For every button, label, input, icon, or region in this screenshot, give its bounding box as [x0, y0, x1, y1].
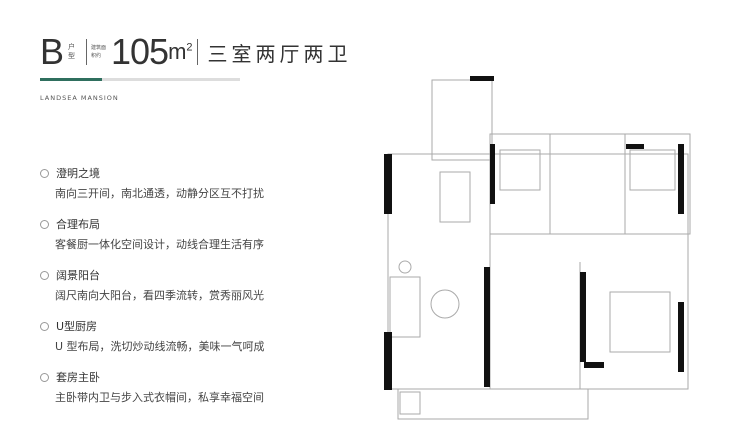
unit-sup: 2: [186, 41, 193, 54]
feature-title: U型厨房: [56, 320, 98, 333]
feature-desc: 客餐厨一体化空间设计，动线合理生活有序: [55, 238, 264, 251]
unit-header: B 户型 建筑面积约 105 m2 三室两厅两卫: [40, 34, 352, 70]
area-unit: m2: [168, 39, 192, 65]
feature-title: 阔景阳台: [56, 269, 100, 282]
feature-item: 阔景阳台阔尺南向大阳台，看四季流转，赏秀丽风光: [40, 267, 340, 303]
unit-m: m: [168, 39, 187, 64]
feature-item: U型厨房 U 型布局，洗切炒动线流畅，美味一气呵成: [40, 318, 340, 354]
floor-plan: [384, 76, 691, 420]
feature-title: 合理布局: [56, 218, 100, 231]
divider: [86, 39, 88, 65]
feature-desc: U 型布局，洗切炒动线流畅，美味一气呵成: [55, 340, 265, 353]
feature-desc: 主卧带内卫与步入式衣帽间，私享幸福空间: [55, 391, 264, 404]
area-label: 建筑面积约: [91, 45, 107, 59]
feature-desc: 阔尺南向大阳台，看四季流转，赏秀丽风光: [55, 289, 264, 302]
feature-item: 合理布局客餐厨一体化空间设计，动线合理生活有序: [40, 216, 340, 252]
circle-icon: [40, 321, 49, 331]
circle-icon: [40, 372, 49, 382]
circle-icon: [40, 219, 49, 229]
circle-icon: [40, 270, 49, 280]
accent-bar: [40, 78, 240, 81]
feature-title: 套房主卧: [56, 371, 100, 384]
feature-item: 澄明之境南向三开间，南北通透，动静分区互不打扰: [40, 165, 340, 201]
unit-type: B: [40, 31, 65, 72]
feature-desc: 南向三开间，南北通透，动静分区互不打扰: [55, 187, 264, 200]
layout-title: 三室两厅两卫: [207, 41, 352, 66]
brand-text: LANDSEA MANSION: [40, 94, 119, 102]
area-value: 105: [111, 31, 169, 72]
circle-icon: [40, 168, 49, 178]
feature-item: 套房主卧主卧带内卫与步入式衣帽间，私享幸福空间: [40, 369, 340, 405]
divider: [196, 39, 198, 65]
feature-title: 澄明之境: [56, 167, 100, 180]
unit-label: 户型: [68, 43, 76, 60]
